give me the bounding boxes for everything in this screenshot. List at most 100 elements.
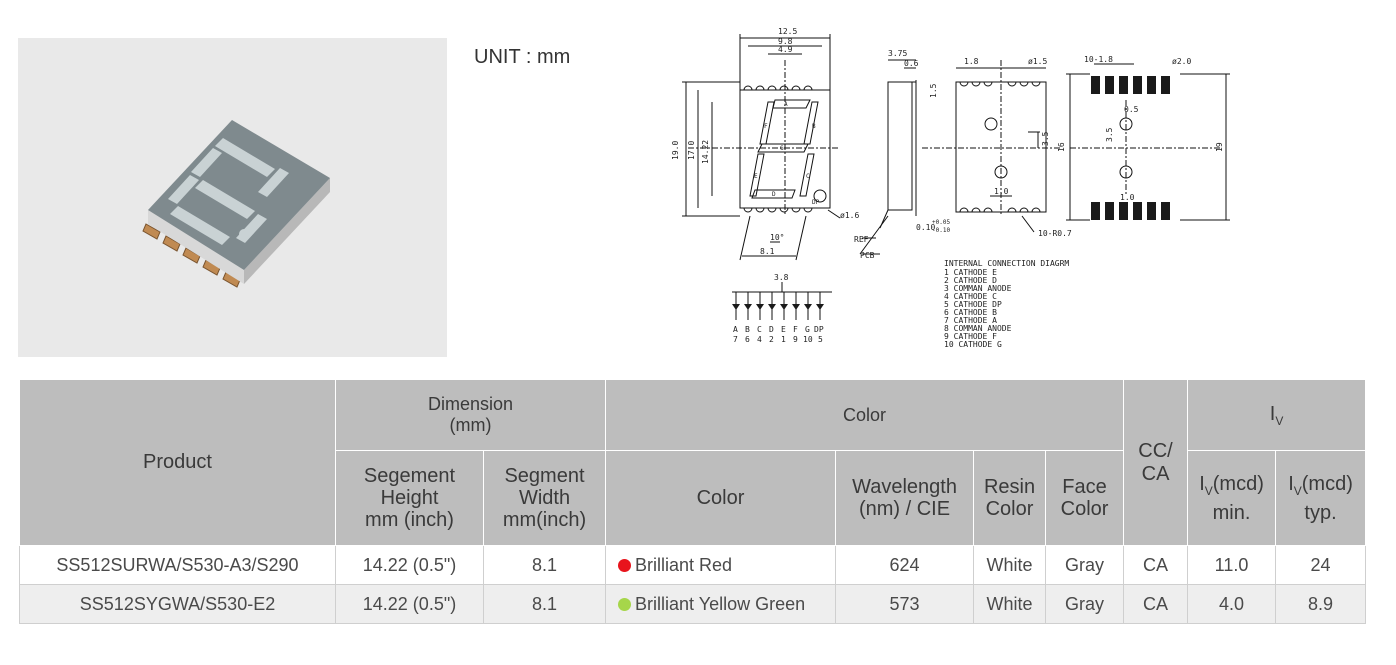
header-resin-color: Resin Color <box>973 450 1047 546</box>
segment-label-dp: DP <box>812 199 820 206</box>
header-product: Product <box>19 379 336 546</box>
dim-label: ø2.0 <box>1172 57 1191 66</box>
dim-label: 1.0 <box>994 187 1009 196</box>
cell-seg-height: 14.22 (0.5") <box>335 584 484 624</box>
pcb-label: PCB <box>860 251 875 260</box>
circuit-letter: DP <box>814 325 824 334</box>
header-iv: IV <box>1187 379 1367 451</box>
cell-iv-typ: 8.9 <box>1275 584 1367 624</box>
dim-label: 16 <box>1057 142 1066 152</box>
dim-label: 19.0 <box>671 141 680 160</box>
dim-label: ø1.6 <box>840 211 859 220</box>
table-row: SS512SYGWA/S530-E2 14.22 (0.5") 8.1 Bril… <box>19 584 1367 624</box>
cell-wavelength: 624 <box>835 545 975 585</box>
dim-label: 8.1 <box>760 247 775 256</box>
dim-label: 14.22 <box>701 140 710 164</box>
cell-resin: White <box>973 584 1047 624</box>
cell-color: Brilliant Red <box>605 545 837 585</box>
connection-item: 2 CATHODE D <box>944 276 997 285</box>
header-wavelength: Wavelength (nm) / CIE <box>835 450 975 546</box>
dim-label: 0.5 <box>1124 105 1139 114</box>
connection-item: 7 CATHODE A <box>944 316 997 325</box>
cell-seg-width: 8.1 <box>482 545 607 585</box>
dim-label: 10-R0.7 <box>1038 229 1072 238</box>
header-color-group: Color <box>605 379 1125 451</box>
circuit-letter: E <box>781 325 786 334</box>
dim-label: 3.5 <box>1105 127 1114 142</box>
unit-label: UNIT : mm <box>474 46 571 68</box>
circuit-pin: 6 <box>745 335 750 344</box>
header-iv-typ: IV(mcd) typ. <box>1275 450 1367 546</box>
dim-label: 19 <box>1215 142 1224 152</box>
dim-label: 3.75 <box>888 49 907 58</box>
connection-title: INTERNAL CONNECTION DIAGRM <box>944 259 1069 268</box>
dim-label: +0.05 <box>932 219 950 226</box>
dim-label: 0.10 <box>916 223 935 232</box>
dimension-drawing: 12.5 9.8 4.9 19.0 17.0 14.22 8.1 10° ø1.… <box>671 27 1230 349</box>
circuit-letter: D <box>769 325 774 334</box>
cell-product: SS512SURWA/S530-A3/S290 <box>19 545 336 585</box>
cell-iv-min: 4.0 <box>1187 584 1277 624</box>
cell-iv-min: 11.0 <box>1187 545 1277 585</box>
dim-label: 3.5 <box>1041 131 1050 146</box>
circuit-letter: C <box>757 325 762 334</box>
connection-item: 1 CATHODE E <box>944 268 997 277</box>
dim-label: 4.9 <box>778 45 793 54</box>
red-dot-icon <box>618 558 632 572</box>
circuit-letter: B <box>745 325 750 334</box>
cell-cc-ca: CA <box>1123 545 1189 585</box>
cell-iv-typ: 24 <box>1275 545 1367 585</box>
circuit-letter: A <box>733 325 738 334</box>
dim-label: 1.8 <box>964 57 979 66</box>
dim-label: 1.0 <box>1120 193 1135 202</box>
cell-face: Gray <box>1045 545 1125 585</box>
circuit-pin: 4 <box>757 335 762 344</box>
connection-item: 5 CATHODE DP <box>944 300 1002 309</box>
cell-wavelength: 573 <box>835 584 975 624</box>
side-view-body <box>887 81 913 211</box>
dim-label: 1.5 <box>929 83 938 98</box>
connection-item: 6 CATHODE B <box>944 308 997 317</box>
segment-label-c: C <box>806 173 810 180</box>
dim-label: 12.5 <box>778 27 797 36</box>
connection-item: 10 CATHODE G <box>944 340 1002 349</box>
cell-seg-height: 14.22 (0.5") <box>335 545 484 585</box>
circuit-pin: 7 <box>733 335 738 344</box>
connection-item: 8 COMMAN ANODE <box>944 324 1012 333</box>
cell-product: SS512SYGWA/S530-E2 <box>19 584 336 624</box>
green-dot-icon <box>618 597 632 611</box>
segment-label-f: F <box>764 123 768 130</box>
dim-label: 10-1.8 <box>1084 55 1113 64</box>
header-face-color: Face Color <box>1045 450 1125 546</box>
circuit-pin: 10 <box>803 335 813 344</box>
circuit-pin: 9 <box>793 335 798 344</box>
segment-label-g: G <box>780 145 784 152</box>
header-iv-min: IV(mcd) min. <box>1187 450 1277 546</box>
cell-cc-ca: CA <box>1123 584 1189 624</box>
table-row: SS512SURWA/S530-A3/S290 14.22 (0.5") 8.1… <box>19 545 1367 585</box>
connection-item: 3 COMMAN ANODE <box>944 284 1012 293</box>
dim-label: 9.8 <box>778 37 793 46</box>
circuit-pin: 1 <box>781 335 786 344</box>
cell-resin: White <box>973 545 1047 585</box>
header-color: Color <box>605 450 837 546</box>
cell-color: Brilliant Yellow Green <box>605 584 837 624</box>
cell-face: Gray <box>1045 584 1125 624</box>
dim-label: 0.6 <box>904 59 919 68</box>
dim-label: -0.10 <box>932 227 950 234</box>
dim-label: ø1.5 <box>1028 57 1047 66</box>
dim-label: 17.0 <box>687 141 696 160</box>
connection-item: 9 CATHODE F <box>944 332 997 341</box>
segment-label-e: E <box>754 173 758 180</box>
dim-label: 10° <box>770 233 784 242</box>
header-cc-ca: CC/ CA <box>1123 379 1189 546</box>
circuit-pin: 5 <box>818 335 823 344</box>
circuit-letter: F <box>793 325 798 334</box>
header-segment-height: Segement Height mm (inch) <box>335 450 484 546</box>
circuit-letter: G <box>805 325 810 334</box>
ref-label: REF <box>854 235 869 244</box>
header-segment-width: Segment Width mm(inch) <box>482 450 607 546</box>
seven-segment-display-illustration <box>142 120 330 288</box>
spec-table: Product Dimension (mm) Color CC/ CA IV S… <box>19 379 1367 624</box>
header-dimension: Dimension (mm) <box>334 379 607 451</box>
